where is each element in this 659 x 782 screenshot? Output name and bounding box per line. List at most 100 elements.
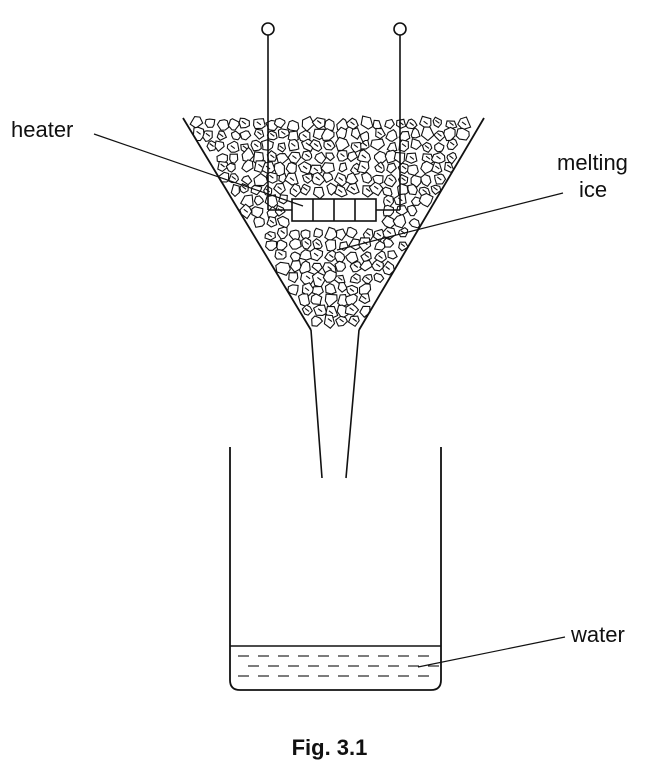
- ice-crack: [424, 144, 430, 149]
- ice-crack: [315, 241, 321, 246]
- ice-piece: [420, 160, 434, 175]
- ice-piece: [285, 162, 297, 175]
- ice-piece: [239, 130, 252, 141]
- ice-piece: [335, 228, 347, 242]
- ice-crack: [425, 155, 431, 160]
- ice-crack: [352, 318, 358, 322]
- ice-crack: [409, 155, 415, 160]
- ice-piece: [405, 152, 418, 164]
- ice-piece: [381, 214, 396, 229]
- ice-crack: [434, 165, 440, 170]
- ice-piece: [324, 226, 339, 242]
- ice-piece: [241, 159, 254, 173]
- ice-piece: [227, 118, 240, 131]
- ice-piece: [286, 119, 300, 132]
- ice-crack: [317, 308, 323, 313]
- ice-crack: [209, 143, 214, 147]
- ice-crack: [400, 243, 406, 248]
- ice-crack: [401, 177, 406, 182]
- ice-piece: [253, 128, 265, 140]
- ice-piece: [361, 171, 373, 184]
- ice-piece: [334, 136, 350, 151]
- ice-piece: [230, 130, 242, 141]
- ice-crack: [388, 177, 394, 182]
- ice-crack: [422, 189, 427, 194]
- ice-crack: [349, 307, 354, 312]
- ice-crack: [316, 120, 322, 124]
- ice-crack: [386, 199, 391, 204]
- ice-piece: [368, 181, 384, 197]
- ice-piece: [324, 293, 338, 308]
- ice-piece: [370, 138, 386, 151]
- ice-piece: [407, 183, 419, 196]
- ice-piece: [320, 162, 336, 175]
- ice-crack: [277, 186, 282, 191]
- ice-crack: [313, 143, 319, 147]
- ice-piece: [272, 182, 286, 196]
- ice-piece: [301, 237, 312, 250]
- ice-crack: [256, 121, 262, 126]
- funnel-stem: [310, 329, 360, 479]
- ice-piece: [287, 284, 299, 296]
- water-dashes: [238, 655, 439, 677]
- ice-piece: [434, 142, 445, 153]
- ice-crack: [338, 177, 344, 182]
- ice-piece: [357, 237, 372, 252]
- ice-crack: [220, 163, 225, 168]
- ice-piece: [335, 315, 349, 327]
- ice-crack: [365, 231, 371, 236]
- ice-piece: [336, 149, 349, 162]
- ice-piece: [229, 153, 239, 164]
- ice-crack: [313, 252, 319, 257]
- ice-piece: [322, 172, 334, 184]
- ice-piece: [325, 152, 335, 162]
- ice-crack: [313, 167, 319, 172]
- ice-piece: [384, 118, 395, 130]
- ice-crack: [305, 175, 310, 180]
- ice-crack: [340, 153, 345, 158]
- ice-crack: [242, 145, 248, 150]
- heater-label: heater: [11, 117, 74, 142]
- ice-piece: [301, 115, 315, 132]
- ice-piece: [361, 274, 373, 285]
- ice-piece: [420, 173, 432, 188]
- terminal-left: [261, 22, 275, 36]
- ice-crack: [302, 165, 308, 170]
- ice-piece: [360, 115, 374, 130]
- ice-piece: [324, 282, 337, 295]
- ice-crack: [386, 230, 392, 235]
- ice-crack: [353, 144, 359, 149]
- ice-crack: [305, 153, 310, 158]
- ice-piece: [298, 260, 311, 274]
- ice-crack: [269, 132, 275, 137]
- ice-crack: [365, 188, 371, 192]
- ice-crack: [436, 176, 442, 181]
- ice-pieces: [189, 115, 472, 329]
- ice-crack: [361, 295, 367, 300]
- ice-piece: [253, 195, 265, 206]
- ice-piece: [455, 127, 470, 141]
- funnel-cone: [182, 117, 485, 331]
- ice-crack: [196, 130, 201, 135]
- ice-crack: [349, 288, 355, 292]
- ice-crack: [409, 122, 415, 126]
- ice-crack: [304, 287, 310, 292]
- ice-crack: [353, 276, 358, 281]
- ice-crack: [241, 185, 247, 190]
- ice-crack: [270, 154, 275, 159]
- ice-piece: [265, 240, 278, 251]
- ice-crack: [253, 143, 259, 148]
- ice-piece: [323, 314, 336, 329]
- ice-piece: [348, 238, 362, 251]
- ice-piece: [310, 293, 323, 305]
- ice-piece: [410, 137, 423, 151]
- ice-crack: [449, 141, 455, 146]
- ice-crack: [373, 185, 379, 190]
- ice-crack: [364, 253, 370, 258]
- ice-piece: [189, 116, 204, 129]
- ice-crack: [375, 263, 381, 268]
- ice-piece: [276, 226, 288, 240]
- ice-crack: [280, 230, 286, 234]
- ice-crack: [230, 145, 236, 150]
